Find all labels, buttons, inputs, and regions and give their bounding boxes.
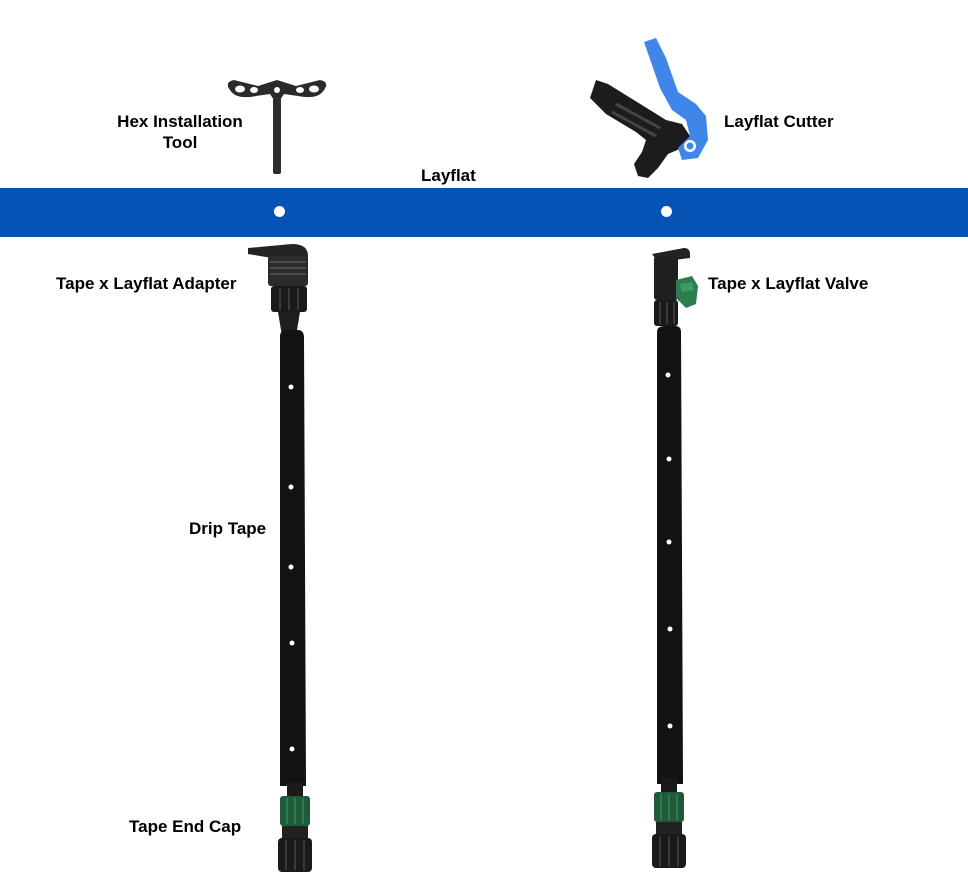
tape-end-cap-label: Tape End Cap — [129, 817, 242, 836]
layflat-hole-right — [661, 206, 672, 217]
tape-end-cap-right-icon — [652, 778, 686, 868]
drip-tape-left — [280, 330, 306, 786]
tape-valve-label: Tape x Layflat Valve — [708, 274, 869, 293]
hex-installation-tool-icon — [227, 80, 327, 174]
drip-tape-right — [657, 326, 683, 784]
tape-layflat-adapter-icon — [248, 244, 308, 336]
layflat-cutter-icon — [590, 38, 708, 178]
layflat-tube — [0, 188, 968, 237]
layflat-label: Layflat — [421, 166, 476, 185]
tape-adapter-label: Tape x Layflat Adapter — [56, 274, 237, 293]
tape-end-cap-left-icon — [278, 782, 312, 872]
layflat-cutter-label: Layflat Cutter — [724, 112, 834, 131]
drip-tape-label: Drip Tape — [189, 519, 267, 538]
tape-layflat-valve-icon — [652, 248, 698, 326]
layflat-hole-left — [274, 206, 285, 217]
hex-tool-label: Hex Installation Tool — [117, 112, 243, 152]
